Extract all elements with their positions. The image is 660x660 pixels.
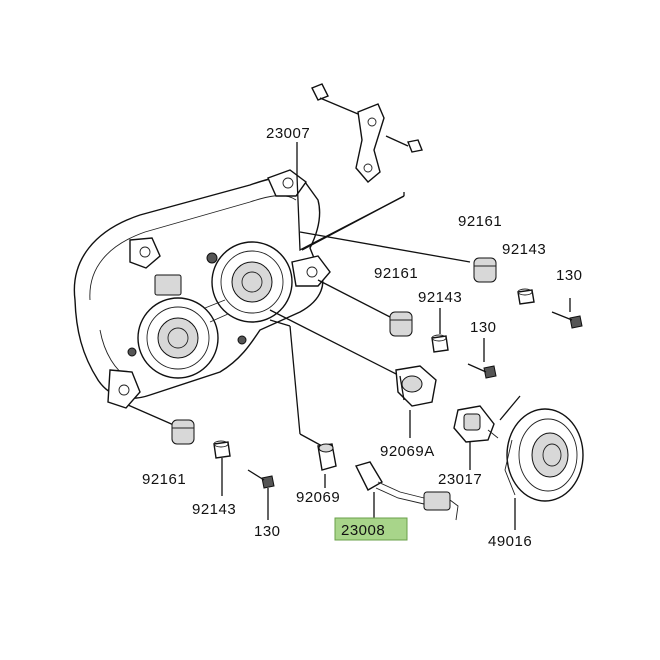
label-130-c[interactable]: 130 [254,523,281,540]
bolt-top[interactable] [311,83,359,115]
label-92069a[interactable]: 92069A [380,443,435,460]
label-92161-b[interactable]: 92161 [374,265,418,282]
label-92143-a[interactable]: 92143 [502,241,546,258]
screw-top-right[interactable] [385,135,423,153]
projector-lens-49016[interactable] [504,408,584,502]
label-23017[interactable]: 23017 [438,471,482,488]
bulb-92069[interactable] [317,443,337,471]
bulb-92069a[interactable] [395,365,437,407]
grommet-92161-b[interactable] [389,311,413,337]
bolt-130-a[interactable] [551,298,583,329]
label-92069[interactable]: 92069 [296,489,340,506]
mounting-bracket[interactable] [311,83,423,183]
collar-92143-a[interactable] [517,288,535,305]
part-labels: 23007 92161 92143 130 92161 92143 130 92… [142,125,583,550]
highlight-box-23008 [334,517,408,541]
grommet-92161-c[interactable] [171,419,195,445]
grommet-92161-a[interactable] [473,257,497,283]
socket-harness-23008[interactable] [354,461,459,521]
label-92161-c[interactable]: 92161 [142,471,186,488]
label-92143-b[interactable]: 92143 [418,289,462,306]
label-130-a[interactable]: 130 [556,267,583,284]
headlight-housing[interactable] [73,169,331,409]
label-23008[interactable]: 23008 [341,522,385,539]
label-23007[interactable]: 23007 [266,125,310,142]
collar-92143-b[interactable] [431,308,449,353]
collar-92143-c[interactable] [213,440,231,496]
leader-lines [127,142,521,530]
socket-23017[interactable] [453,405,499,443]
label-130-b[interactable]: 130 [470,319,497,336]
label-92143-c[interactable]: 92143 [192,501,236,518]
bolt-130-c[interactable] [247,469,275,520]
label-49016[interactable]: 49016 [488,533,532,550]
label-92161-a[interactable]: 92161 [458,213,502,230]
bolt-130-b[interactable] [467,338,497,379]
